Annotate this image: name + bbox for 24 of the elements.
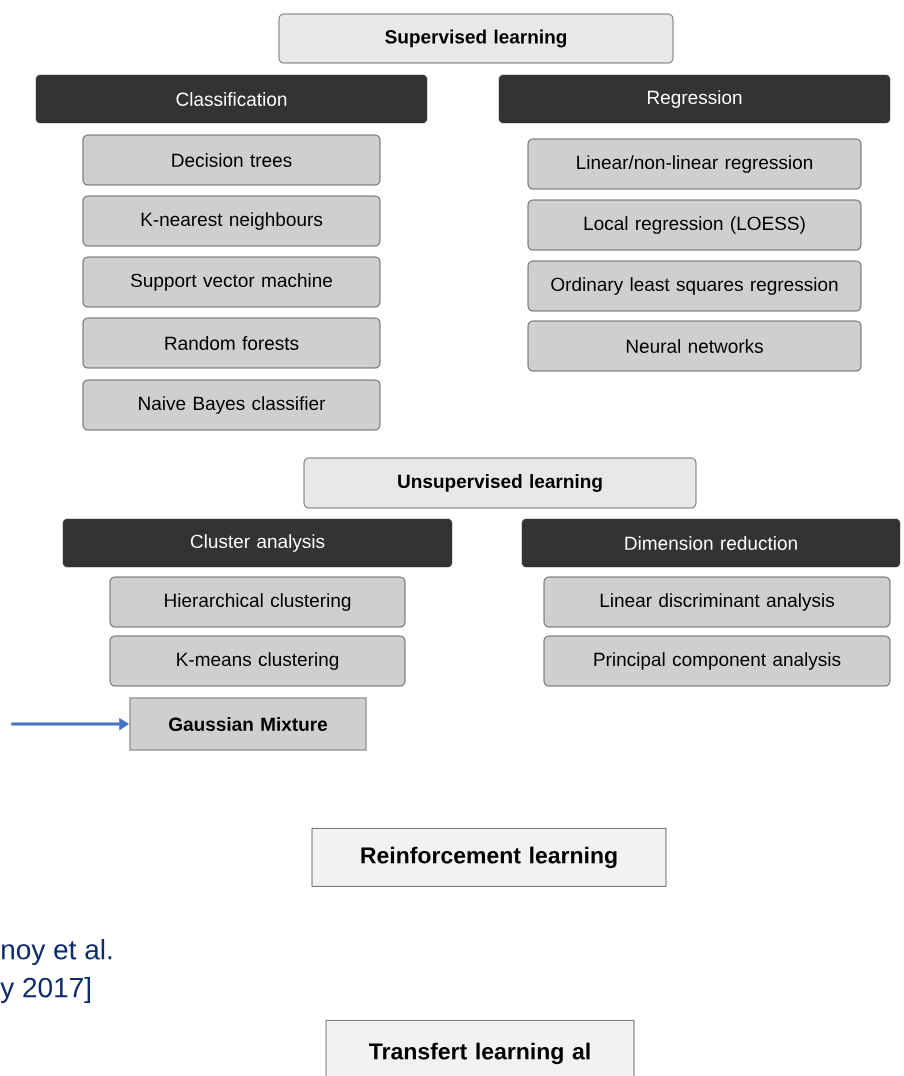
heading-box: Unsupervised learning: [303, 457, 697, 509]
method-box: Neural networks: [527, 320, 862, 372]
heading-box: Supervised learning: [278, 13, 674, 64]
category-bar: Dimension reduction: [521, 518, 901, 568]
method-box: Linear discriminant analysis: [543, 576, 891, 628]
category-bar: Classification: [35, 74, 428, 124]
category-bar: Regression: [498, 74, 891, 124]
method-box: Decision trees: [82, 134, 381, 186]
citation-text: y 2017]: [0, 976, 90, 1004]
method-box: K-means clustering: [109, 635, 406, 687]
category-bar: Cluster analysis: [62, 518, 453, 568]
heading-box: Transfert learning al: [325, 1020, 635, 1076]
method-box: Support vector machine: [82, 256, 381, 308]
citation-text: noy et al.: [2, 938, 112, 966]
method-box: Random forests: [82, 317, 381, 369]
method-box: Linear/non-linear regression: [527, 138, 862, 190]
method-box: Ordinary least squares regression: [527, 260, 862, 312]
method-box: Naive Bayes classifier: [82, 379, 381, 431]
method-box: K-nearest neighbours: [82, 195, 381, 247]
method-box: Local regression (LOESS): [527, 199, 862, 251]
method-box: Hierarchical clustering: [109, 576, 406, 628]
method-box: Gaussian Mixture: [129, 697, 367, 751]
method-box: Principal component analysis: [543, 635, 891, 687]
heading-box: Reinforcement learning: [311, 828, 667, 887]
